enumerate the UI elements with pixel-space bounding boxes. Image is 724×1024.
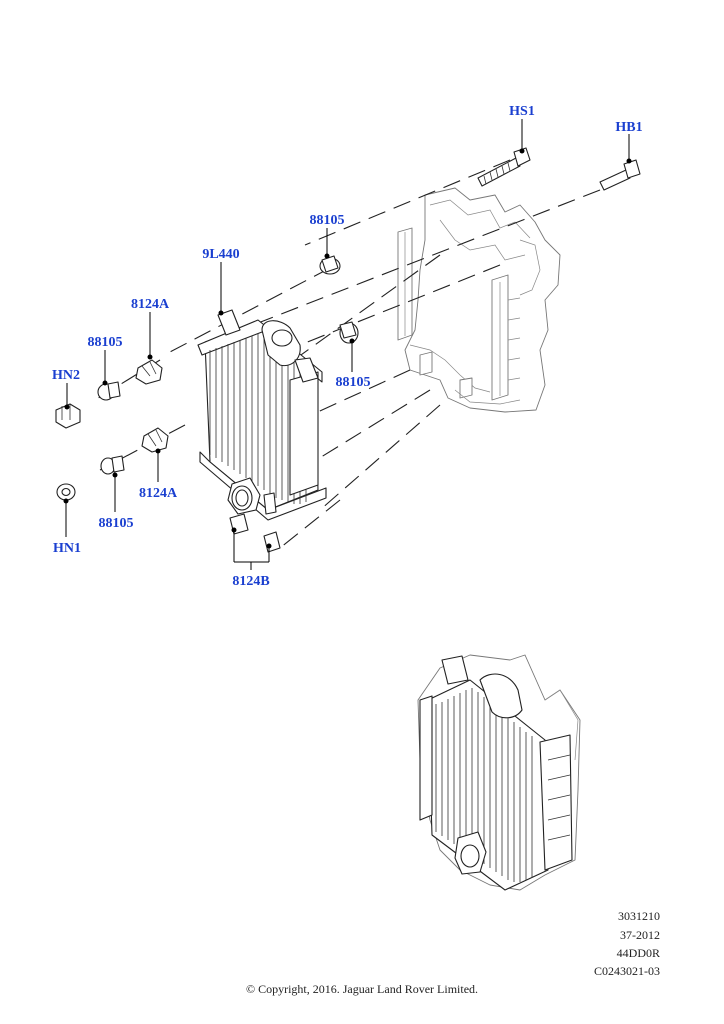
clip-hn2-illustration	[55, 403, 81, 429]
reference-code-2: 37-2012	[620, 928, 660, 942]
grommet-88105-right-illustration	[339, 321, 359, 344]
bolt-hs1-illustration	[477, 147, 531, 187]
callout-88105-bottom: 88105	[99, 516, 134, 531]
intercooler-illustration	[197, 309, 327, 521]
bolt-hb1-illustration	[599, 159, 641, 191]
nut-hn1-illustration	[56, 483, 76, 501]
callout-88105-right: 88105	[336, 375, 371, 390]
assembly-lines	[94, 159, 601, 549]
callout-hn2: HN2	[52, 368, 80, 383]
callout-8124b: 8124B	[232, 574, 269, 589]
reference-code-3: 44DD0R	[616, 946, 660, 960]
bracket-8124b-illustration	[229, 513, 281, 553]
reference-code-1: 3031210	[618, 909, 660, 923]
callout-hb1: HB1	[615, 120, 642, 135]
callout-8124a-bottom: 8124A	[139, 486, 178, 501]
assembled-view-illustration	[417, 654, 581, 891]
grommet-88105-bottom-illustration	[100, 455, 125, 475]
callout-88105-top: 88105	[310, 213, 345, 228]
radiator-frame-illustration	[397, 187, 561, 413]
grommet-88105-top-illustration	[319, 255, 341, 275]
callout-88105-left: 88105	[88, 335, 123, 350]
mount-8124a-top-illustration	[135, 359, 163, 385]
callout-9l440: 9L440	[202, 247, 239, 262]
callout-hs1: HS1	[509, 104, 535, 119]
copyright-notice: © Copyright, 2016. Jaguar Land Rover Lim…	[245, 982, 479, 996]
callout-8124a-top: 8124A	[131, 297, 170, 312]
reference-code-4: C0243021-03	[594, 964, 660, 978]
leader-lines	[63, 119, 632, 570]
callout-labels: HS1 HB1 88105 9L440 8124A 88105 HN2 8810…	[52, 104, 643, 589]
mount-8124a-bottom-illustration	[141, 427, 169, 453]
callout-hn1: HN1	[53, 541, 81, 556]
grommet-88105-left-illustration	[97, 381, 121, 401]
